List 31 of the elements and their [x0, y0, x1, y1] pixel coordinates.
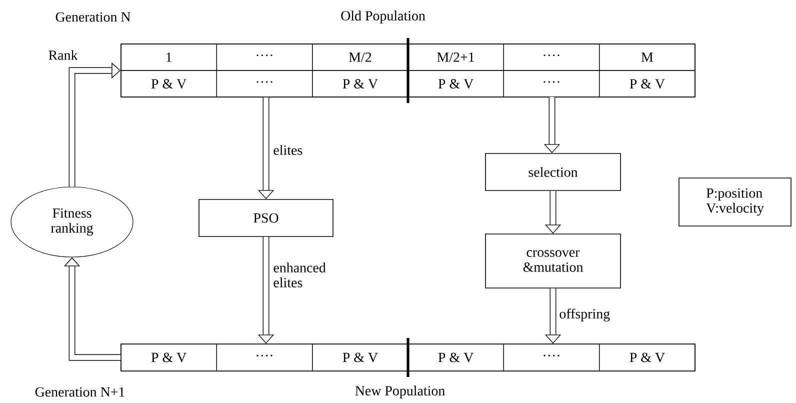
legend-box: P:position V:velocity — [678, 178, 792, 226]
table-cell: ···· — [216, 344, 313, 372]
process-box: PSO — [198, 199, 334, 237]
text-label: Generation N — [56, 12, 130, 22]
process-box: selection — [485, 153, 621, 191]
table-cell: P & V — [120, 344, 217, 372]
text-label: Rank — [48, 50, 78, 60]
process-box: crossover &mutation — [485, 234, 621, 288]
table-cell: P & V — [312, 344, 408, 372]
table-cell: ···· — [503, 344, 600, 372]
edge-label: elites — [274, 145, 302, 155]
node-label: Old Population — [341, 10, 426, 24]
table-cell: M/2+1 — [408, 44, 504, 71]
edge-label: enhanced elites — [274, 262, 326, 288]
table-cell: P & V — [408, 344, 504, 372]
node-label: New Population — [355, 386, 445, 398]
table-cell: M — [599, 44, 696, 71]
table-cell: P & V — [312, 70, 408, 98]
text-label: Generation N+1 — [35, 387, 124, 397]
table-cell: ···· — [216, 70, 313, 98]
table-cell: P & V — [599, 70, 696, 98]
table-cell: 1 — [120, 44, 217, 71]
table-cell: P & V — [599, 344, 696, 372]
table-cell: P & V — [120, 70, 217, 98]
block-arrow — [64, 257, 121, 361]
table-cell: P & V — [408, 70, 504, 98]
table-cell: ···· — [503, 44, 600, 71]
edge-label: offspring — [560, 308, 610, 322]
table-cell: ···· — [216, 44, 313, 71]
table-cell: ···· — [503, 70, 600, 98]
table-cell: M/2 — [312, 44, 408, 71]
